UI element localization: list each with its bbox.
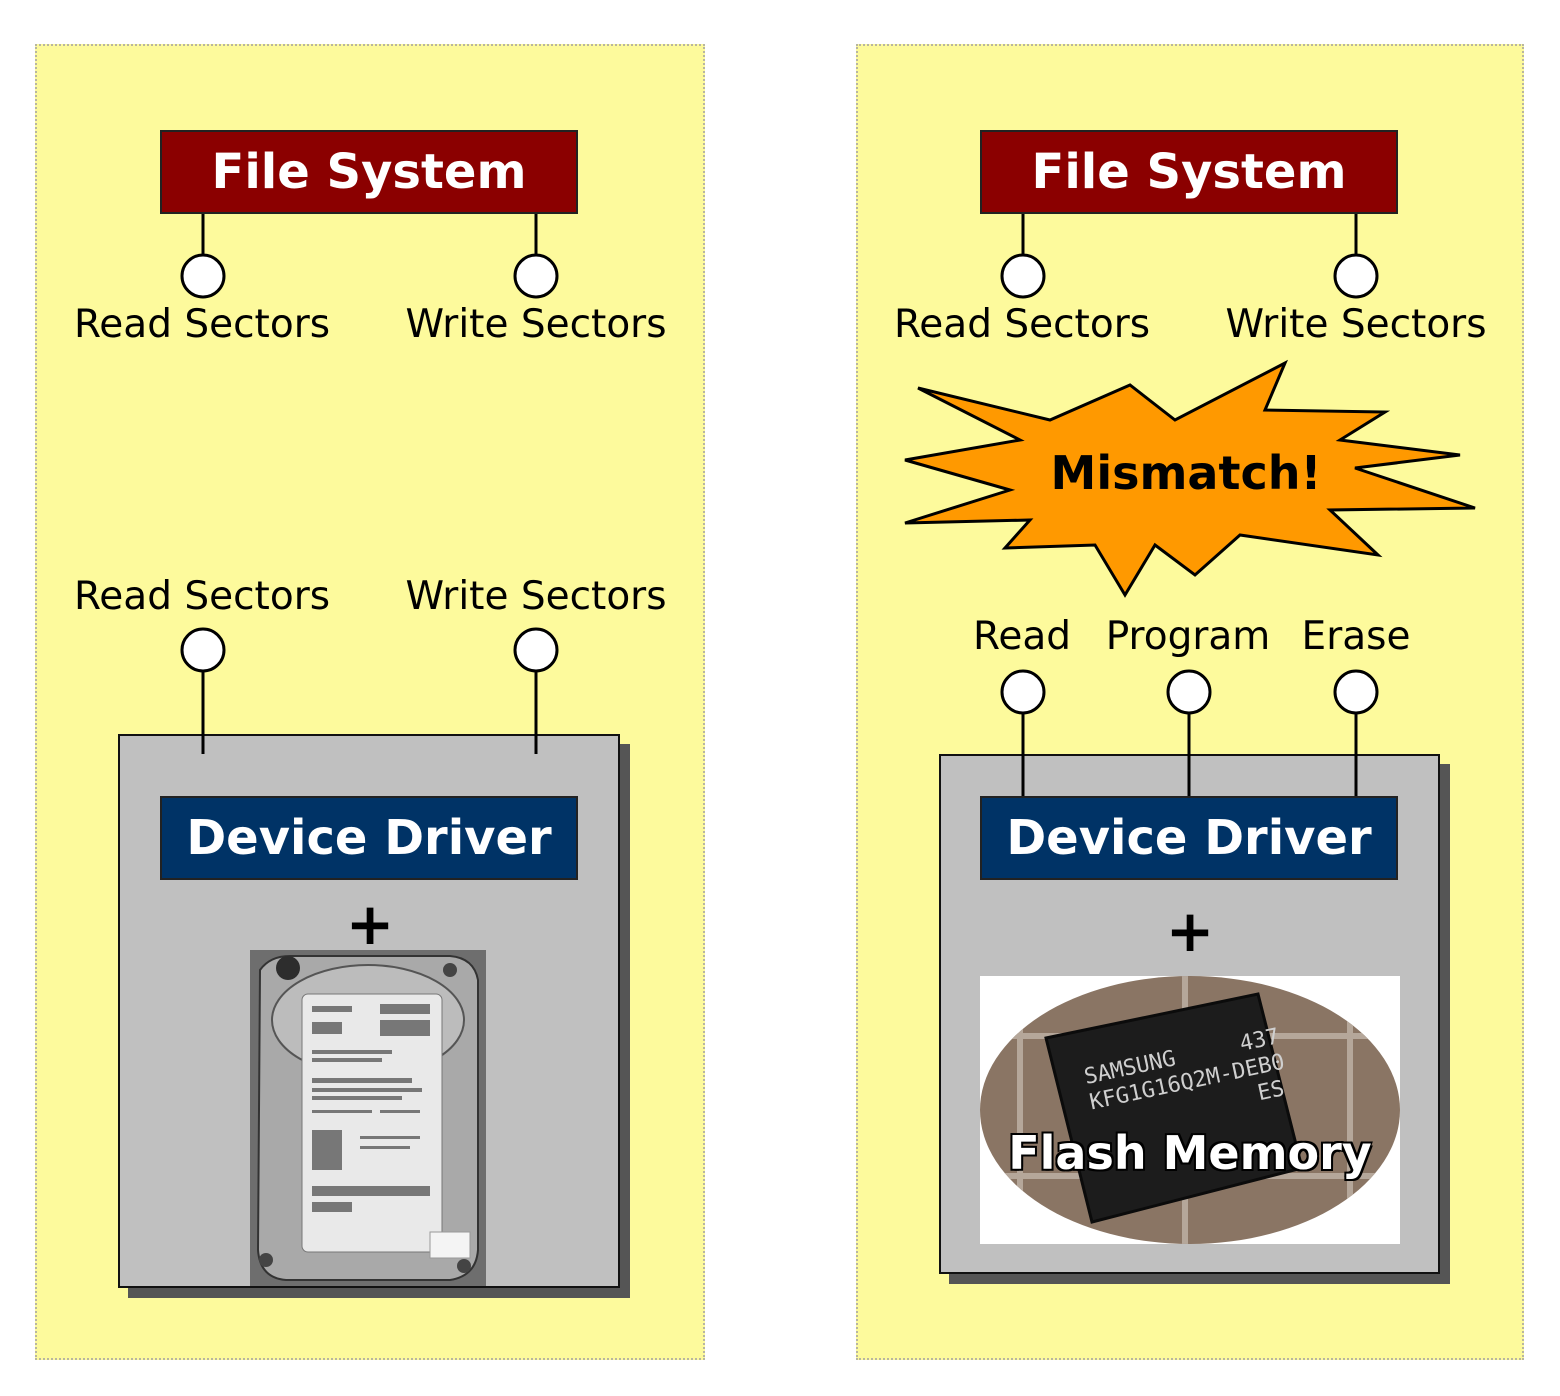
file-system-box-right: File System — [980, 130, 1398, 214]
port-read-sectors-top-right — [1000, 253, 1046, 299]
flash-memory-label: Flash Memory — [1008, 1126, 1372, 1180]
port-erase — [1333, 669, 1379, 715]
port-read-sectors-bottom-left — [180, 627, 226, 673]
mismatch-text: Mismatch! — [1050, 446, 1322, 500]
port-write-sectors-bottom-left — [513, 627, 559, 673]
device-driver-box-right: Device Driver — [980, 796, 1398, 880]
port-write-sectors-top-left — [513, 253, 559, 299]
flash-memory-image: SAMSUNG 437 KFG1G16Q2M-DEB0 ES Flash Mem… — [980, 976, 1400, 1244]
hard-disk-image — [250, 950, 486, 1286]
device-driver-label: Device Driver — [1006, 810, 1372, 866]
mismatch-burst-shape — [904, 359, 1476, 598]
label-program: Program — [1105, 614, 1271, 659]
plus-sign-left: + — [345, 890, 395, 958]
port-read — [1000, 669, 1046, 715]
label-write-sectors-bottom-left: Write Sectors — [405, 574, 667, 619]
device-driver-box-left: Device Driver — [160, 796, 578, 880]
label-read: Read — [973, 614, 1071, 659]
port-read-sectors-top-left — [180, 253, 226, 299]
label-write-sectors-top-left: Write Sectors — [405, 302, 667, 347]
label-read-sectors-bottom-left: Read Sectors — [73, 574, 331, 619]
label-read-sectors-top-left: Read Sectors — [73, 302, 331, 347]
label-write-sectors-top-right: Write Sectors — [1225, 302, 1487, 347]
plus-sign-right: + — [1165, 897, 1215, 965]
device-driver-label: Device Driver — [186, 810, 552, 866]
file-system-label: File System — [1031, 144, 1347, 200]
port-write-sectors-top-right — [1333, 253, 1379, 299]
file-system-box-left: File System — [160, 130, 578, 214]
label-read-sectors-top-right: Read Sectors — [893, 302, 1151, 347]
port-program — [1166, 669, 1212, 715]
file-system-label: File System — [211, 144, 527, 200]
label-erase: Erase — [1301, 614, 1411, 659]
